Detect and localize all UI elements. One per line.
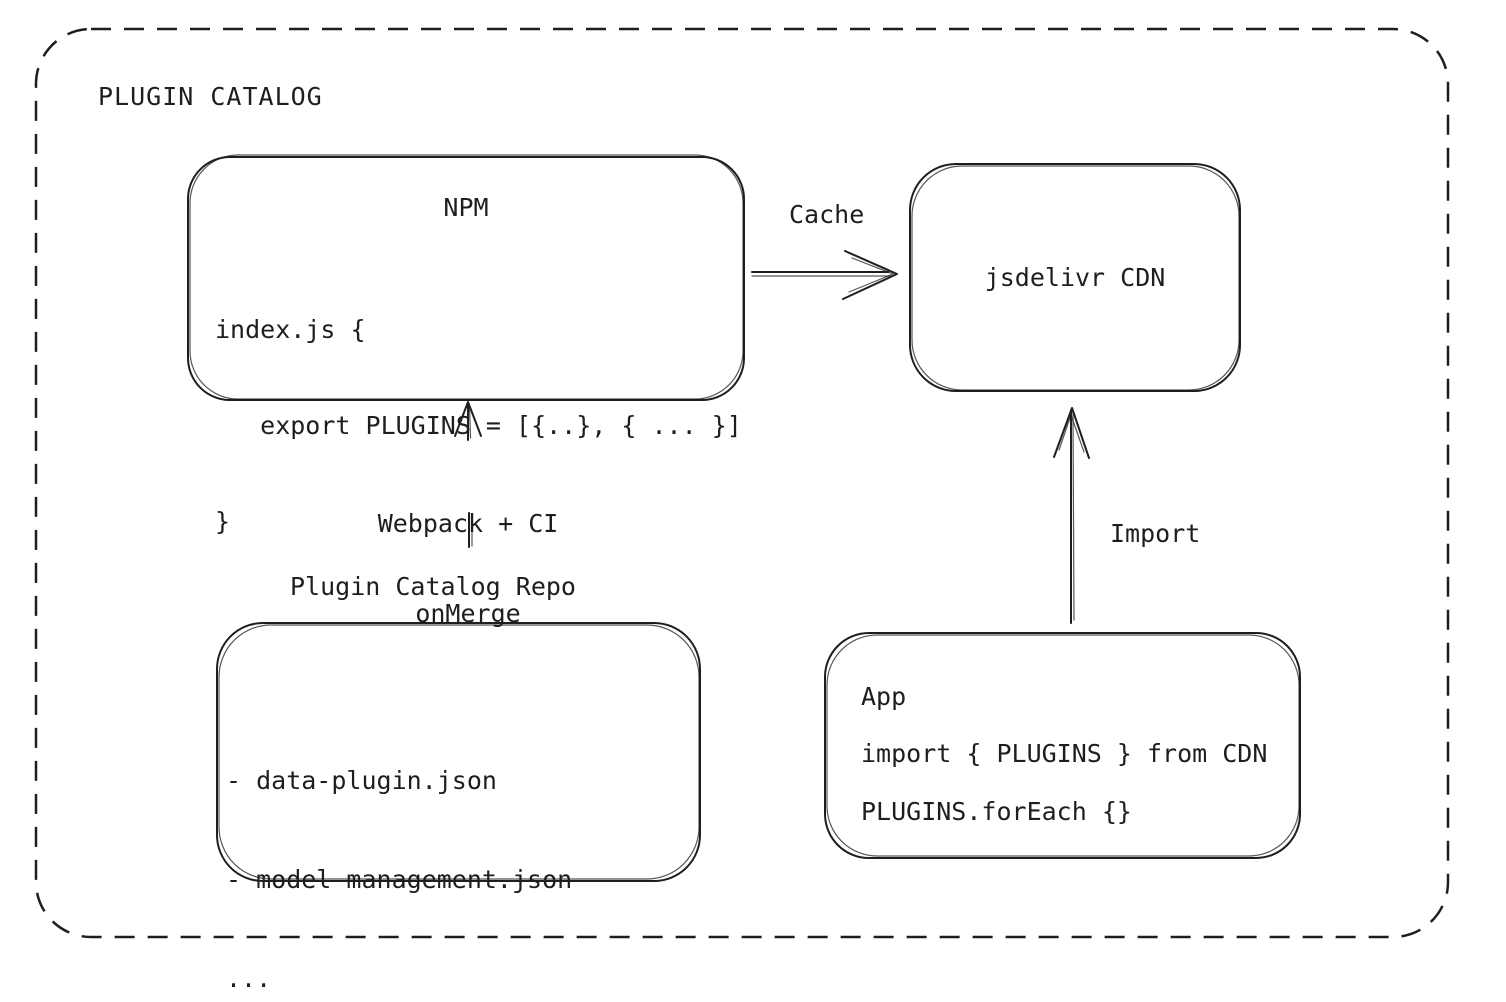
app-code-line: import { PLUGINS } from CDN (861, 739, 1268, 768)
cache-arrow (751, 250, 898, 300)
import-arrow (1053, 407, 1090, 624)
app-code-line: PLUGINS.forEach {} (861, 797, 1132, 826)
repo-box (216, 622, 701, 882)
diagram-title: PLUGIN CATALOG (98, 82, 323, 111)
plugin-catalog-boundary (34, 27, 1450, 939)
repo-file-list: - data-plugin.json - model-management.js… (226, 698, 572, 1002)
npm-code-line: } (215, 507, 231, 536)
build-edge-label-line: onMerge (415, 599, 521, 628)
npm-code-block: index.js { export PLUGINS = [{..}, { ...… (215, 250, 742, 602)
repo-file-item: ... (226, 964, 272, 993)
import-edge-label: Import (1110, 519, 1201, 548)
cache-edge-label: Cache (789, 200, 865, 229)
repo-box-label: Plugin Catalog Repo (290, 572, 576, 601)
build-arrow (454, 401, 482, 548)
npm-box-title: NPM (443, 193, 489, 222)
app-box-title: App (861, 682, 907, 711)
build-edge-label-line: Webpack + CI (377, 509, 559, 538)
build-edge-label: Webpack + CI onMerge (318, 449, 618, 689)
npm-code-line: index.js { (215, 315, 366, 344)
cdn-box-label: jsdelivr CDN (984, 263, 1166, 292)
repo-file-item: - model-management.json (226, 865, 573, 894)
app-box (824, 632, 1301, 859)
cdn-box (909, 163, 1241, 392)
npm-box (187, 154, 745, 401)
npm-code-line: export PLUGINS = [{..}, { ... }] (215, 411, 742, 440)
repo-file-item: - data-plugin.json (226, 766, 497, 795)
